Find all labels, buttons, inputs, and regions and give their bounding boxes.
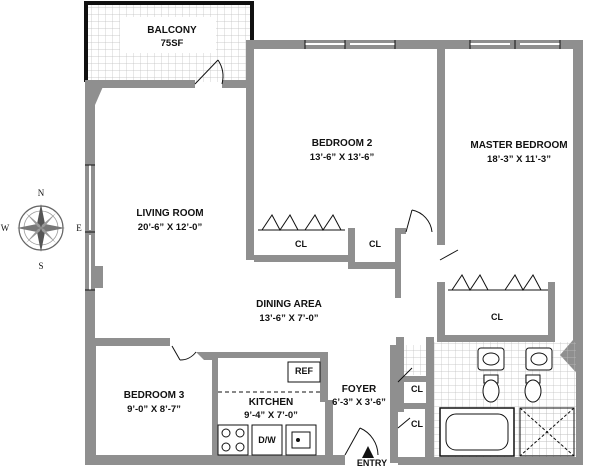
- bedroom3-name: BEDROOM 3: [124, 390, 185, 401]
- closet-master: CL: [491, 312, 503, 322]
- kitchen-dims: 9’-4” X 7’-0”: [244, 410, 298, 421]
- living-dims: 20’-6” X 12’-0”: [138, 222, 203, 233]
- foyer-dims: 6’-3” X 3’-6”: [332, 397, 386, 408]
- closet-foyer-upper: CL: [411, 384, 423, 394]
- kitchen-fixtures: [217, 361, 321, 456]
- closet-hall: CL: [369, 239, 381, 249]
- master-name: MASTER BEDROOM: [470, 140, 567, 151]
- room-labels: BALCONY 75SF BEDROOM 2 13’-6” X 13’-6” M…: [124, 25, 568, 468]
- dining-name: DINING AREA: [256, 299, 322, 310]
- compass-labels: N E S W: [1, 188, 83, 271]
- compass-n: N: [38, 188, 45, 198]
- bathroom: [404, 342, 576, 457]
- dw-label: D/W: [258, 435, 276, 445]
- closet-bedroom2: CL: [295, 239, 307, 249]
- entry-arrow-icon: [362, 446, 374, 458]
- master-dims: 18’-3” X 11’-3”: [487, 154, 551, 165]
- balcony-dims: 75SF: [161, 38, 184, 49]
- closet-doors: [258, 214, 548, 291]
- bedroom2-name: BEDROOM 2: [312, 138, 373, 149]
- kitchen-name: KITCHEN: [249, 397, 293, 408]
- bedroom3-dims: 9’-0” X 8’-7”: [127, 404, 181, 415]
- balcony-name: BALCONY: [147, 25, 197, 36]
- entry-label: ENTRY: [357, 458, 387, 468]
- windows: [89, 43, 560, 290]
- balcony: [84, 1, 254, 82]
- bedroom2-dims: 13’-6” X 13’-6”: [310, 152, 375, 163]
- window-frames: [85, 40, 561, 291]
- compass-w: W: [1, 223, 10, 233]
- ref-label: REF: [295, 366, 314, 376]
- compass-rose-icon: [17, 204, 65, 252]
- compass-e: E: [76, 223, 82, 233]
- door-swings: [171, 59, 459, 456]
- dining-dims: 13’-6” X 7’-0”: [259, 313, 318, 324]
- foyer-name: FOYER: [342, 384, 377, 395]
- compass-s: S: [38, 261, 43, 271]
- closet-foyer-lower: CL: [411, 419, 423, 429]
- living-name: LIVING ROOM: [136, 208, 203, 219]
